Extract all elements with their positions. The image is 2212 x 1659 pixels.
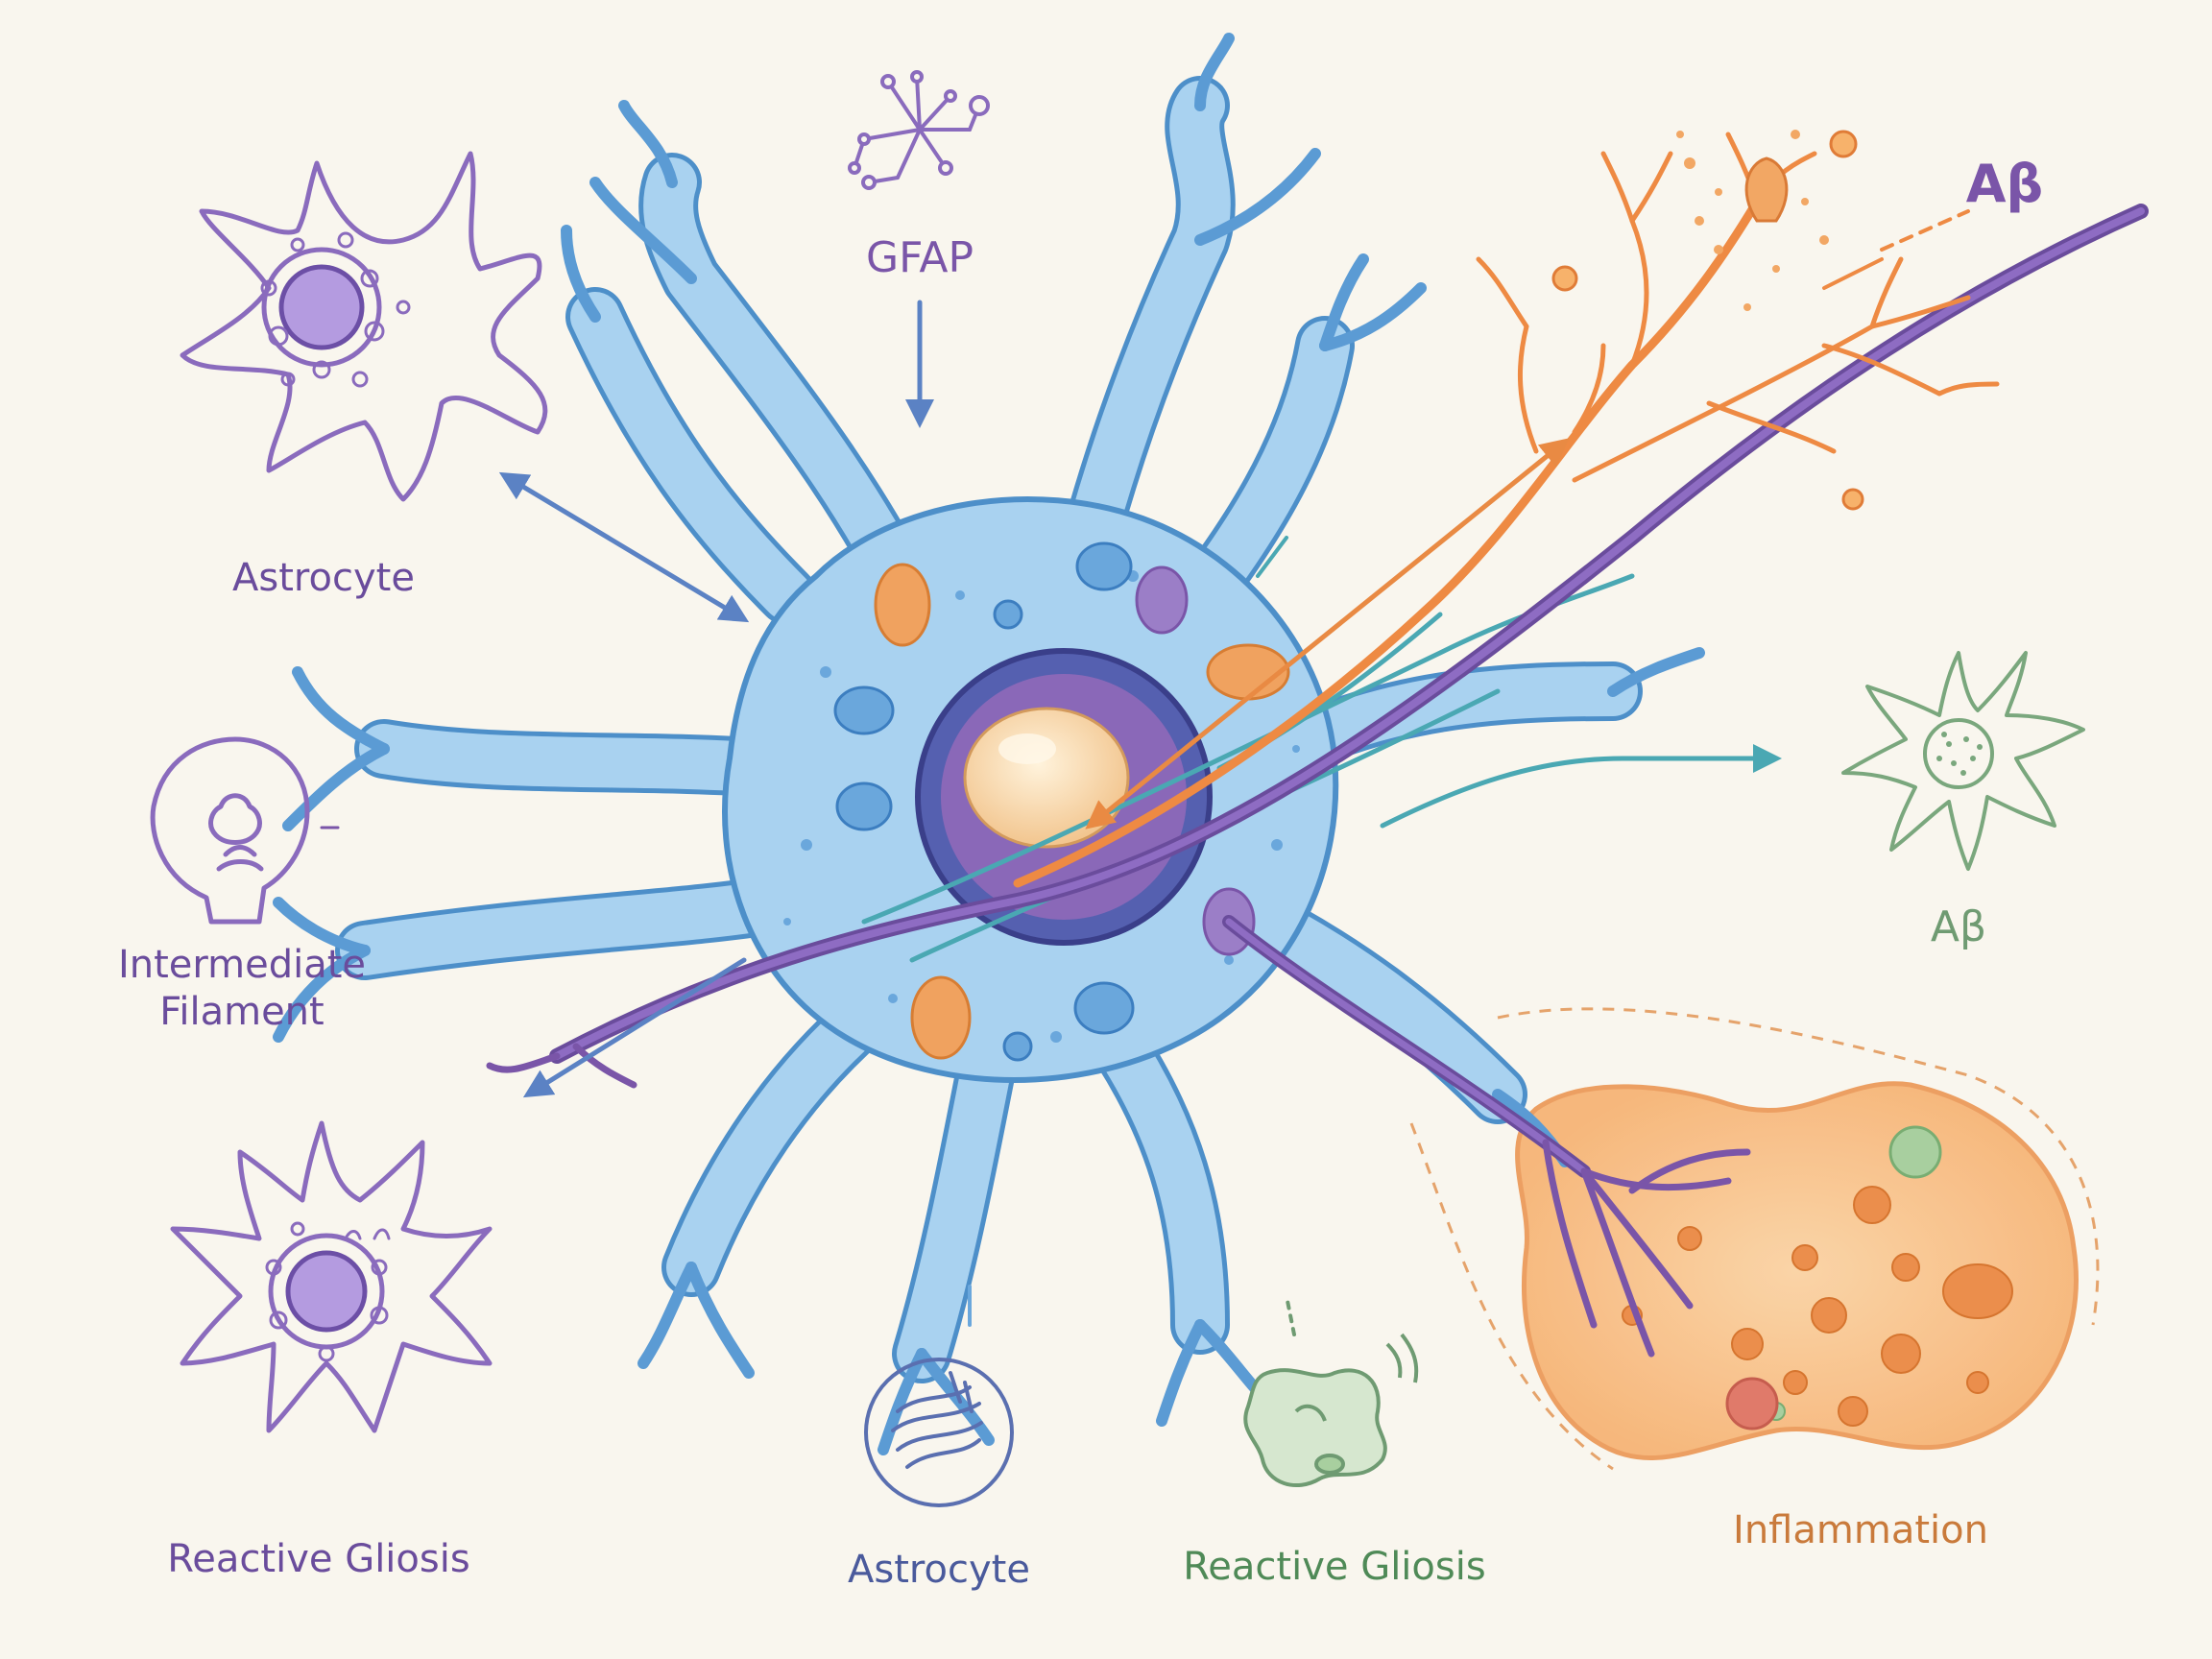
intermediate-filament-icon [150,736,310,925]
reactive-cell-icon [1243,1333,1419,1488]
label-reactive-left: Reactive Gliosis [167,1537,469,1581]
label-gfap: GFAP [866,233,974,282]
label-reactive-bottom: Reactive Gliosis [1183,1545,1485,1589]
label-intermediate-line1: Intermediate [118,943,366,987]
labels: GFAP Aβ Astrocyte Intermediate Filament … [118,154,2043,1592]
green-astrocyte-icon [1841,651,2085,871]
gfap-molecule-icon [848,70,990,190]
label-abeta-top: Aβ [1966,154,2043,214]
label-intermediate-line2: Filament [159,990,324,1034]
astrocyte-left-icon [180,151,548,502]
label-astrocyte-bottom: Astrocyte [848,1548,1030,1592]
label-inflammation: Inflammation [1733,1508,1988,1552]
label-abeta-right: Aβ [1931,902,1986,951]
filament-circle-icon [864,1358,1014,1507]
label-astrocyte-left: Astrocyte [232,556,415,600]
main-astrocyte [273,33,1705,1455]
arrows [320,300,1782,1336]
reactive-gliosis-left-icon [170,1120,493,1433]
